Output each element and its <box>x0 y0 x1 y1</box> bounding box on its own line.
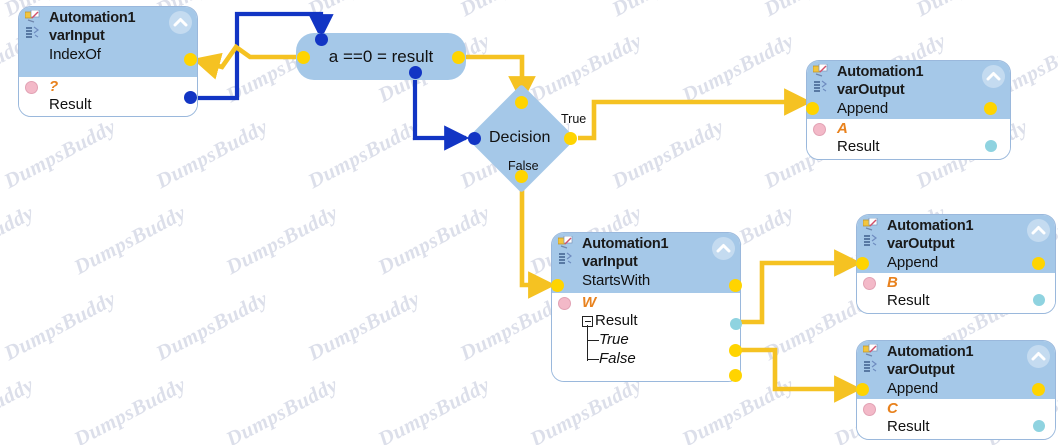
note-icon <box>862 343 879 358</box>
node-header: Automation1 varInput IndexOf <box>19 7 197 77</box>
tree-child-true[interactable]: True <box>582 330 734 349</box>
port-output-b-out[interactable] <box>1032 257 1045 270</box>
script-icon <box>25 26 41 40</box>
port-startswith-in[interactable] <box>551 279 564 292</box>
tree-hline-true <box>587 340 599 342</box>
expression-text: a ==0 = result <box>328 46 434 66</box>
pink-dot-icon <box>25 81 38 94</box>
node-header: Automation1 varOutput Append <box>857 215 1055 273</box>
node-subtitle: varOutput <box>887 236 955 252</box>
node-subtitle: varInput <box>582 254 638 270</box>
chevron-up-icon[interactable] <box>1027 219 1050 242</box>
note-icon <box>862 217 879 232</box>
tree-vline <box>587 325 589 361</box>
node-result-label: Result <box>49 96 92 113</box>
script-icon <box>863 360 879 374</box>
chevron-up-icon[interactable] <box>712 237 735 260</box>
node-varinput-startswith[interactable]: Automation1 varInput StartsWith W Result… <box>551 232 741 382</box>
port-output-c-in[interactable] <box>856 383 869 396</box>
node-varinput-indexof[interactable]: Automation1 varInput IndexOf ? Result <box>18 6 198 117</box>
note-icon <box>812 63 829 78</box>
port-decision-in-left[interactable] <box>468 132 481 145</box>
pink-dot-icon <box>558 297 571 310</box>
port-expression-in-top[interactable] <box>315 33 328 46</box>
result-tree[interactable]: Result True False <box>582 311 734 368</box>
chevron-up-icon[interactable] <box>169 11 192 34</box>
decision-true-label: True <box>561 112 587 126</box>
chevron-up-icon[interactable] <box>1027 345 1050 368</box>
node-variable-name: W <box>582 294 597 311</box>
node-subtitle: varInput <box>49 28 105 44</box>
port-startswith-result[interactable] <box>730 318 742 330</box>
port-decision-out-false[interactable] <box>515 170 528 183</box>
node-variable-name: B <box>887 274 898 291</box>
port-output-a-out[interactable] <box>984 102 997 115</box>
port-output-a-result[interactable] <box>985 140 997 152</box>
port-indexof-result-out[interactable] <box>184 91 197 104</box>
port-startswith-true[interactable] <box>729 344 742 357</box>
chevron-up-icon[interactable] <box>982 65 1005 88</box>
port-startswith-false[interactable] <box>729 369 742 382</box>
port-output-a-in[interactable] <box>806 102 819 115</box>
node-subtitle: varOutput <box>887 362 955 378</box>
port-output-c-out[interactable] <box>1032 383 1045 396</box>
node-body: B Result <box>857 273 1055 313</box>
node-body: W Result True False <box>552 293 740 381</box>
port-output-b-result[interactable] <box>1033 294 1045 306</box>
node-varoutput-b[interactable]: Automation1 varOutput Append B Result <box>856 214 1056 314</box>
node-variable-name: ? <box>49 78 59 95</box>
port-expression-in-left[interactable] <box>297 51 310 64</box>
node-header: Automation1 varInput StartsWith <box>552 233 740 293</box>
port-output-b-in[interactable] <box>856 257 869 270</box>
port-decision-out-true[interactable] <box>564 132 577 145</box>
port-expression-out-bottom[interactable] <box>409 66 422 79</box>
node-variable-name: C <box>887 400 898 417</box>
port-indexof-out[interactable] <box>184 53 197 66</box>
note-icon <box>24 9 41 24</box>
tree-child-true-label: True <box>599 331 629 348</box>
pink-dot-icon <box>863 403 876 416</box>
node-port-label: Append <box>887 254 939 271</box>
node-varoutput-a[interactable]: Automation1 varOutput Append A Result <box>806 60 1011 160</box>
node-title: Automation1 <box>887 344 974 360</box>
node-port-label: Append <box>837 100 889 117</box>
port-decision-in-top[interactable] <box>515 96 528 109</box>
note-icon <box>557 235 574 250</box>
node-title: Automation1 <box>837 64 924 80</box>
script-icon <box>863 234 879 248</box>
node-subtitle: varOutput <box>837 82 905 98</box>
tree-root-label: Result <box>595 312 638 329</box>
node-result-label: Result <box>887 418 930 435</box>
script-icon <box>558 252 574 266</box>
port-expression-out-right[interactable] <box>452 51 465 64</box>
script-icon <box>813 80 829 94</box>
port-output-c-result[interactable] <box>1033 420 1045 432</box>
decision-label: Decision <box>489 129 551 146</box>
tree-hline-false <box>587 359 599 361</box>
node-variable-name: A <box>837 120 848 137</box>
node-port-label: StartsWith <box>582 272 651 289</box>
port-startswith-out[interactable] <box>729 279 742 292</box>
tree-child-false-label: False <box>599 350 636 367</box>
node-body: C Result <box>857 399 1055 439</box>
node-title: Automation1 <box>49 10 136 26</box>
pink-dot-icon <box>863 277 876 290</box>
node-header: Automation1 varOutput Append <box>857 341 1055 399</box>
node-body: ? Result <box>19 77 197 116</box>
node-result-label: Result <box>837 138 880 155</box>
node-header: Automation1 varOutput Append <box>807 61 1010 119</box>
pink-dot-icon <box>813 123 826 136</box>
node-body: A Result <box>807 119 1010 159</box>
node-varoutput-c[interactable]: Automation1 varOutput Append C Result <box>856 340 1056 440</box>
node-result-label: Result <box>887 292 930 309</box>
decision-false-label: False <box>508 159 539 173</box>
node-title: Automation1 <box>582 236 669 252</box>
tree-root-row[interactable]: Result <box>582 311 734 330</box>
node-port-label: Append <box>887 380 939 397</box>
tree-child-false[interactable]: False <box>582 349 734 368</box>
node-title: Automation1 <box>887 218 974 234</box>
node-port-label: IndexOf <box>49 46 101 63</box>
